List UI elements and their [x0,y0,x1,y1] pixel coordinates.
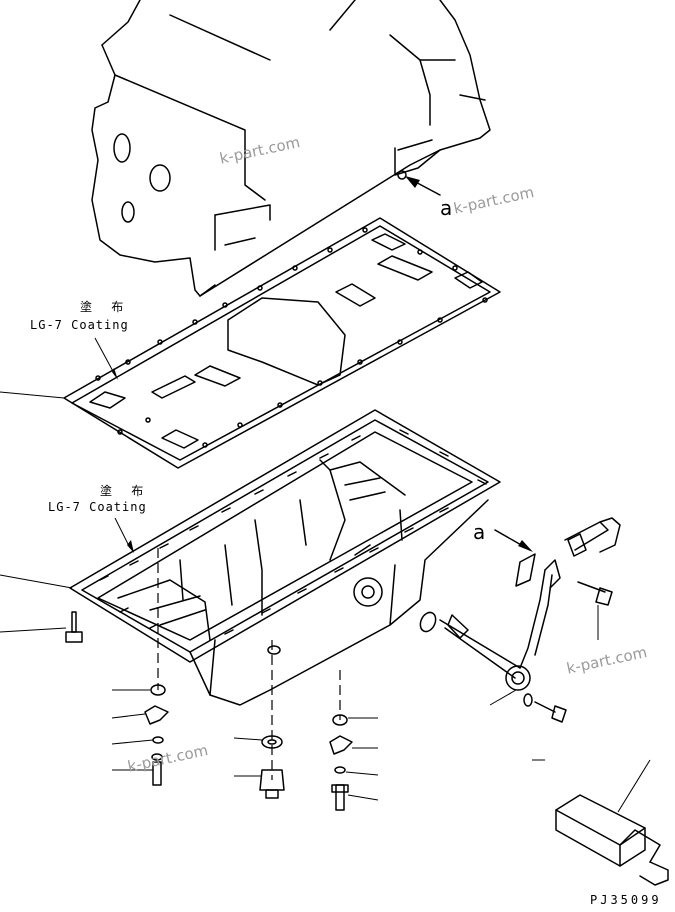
coating-note-upper: LG-7 Coating [30,318,129,332]
sensor-bolt-lower [532,701,567,761]
coating-note-upper-cjk: 塗 布 [80,300,130,314]
drawing-code: PJ35099 [590,893,662,907]
coating-note-lower-cjk: 塗 布 [100,484,150,498]
bracket-stack-right [329,714,379,811]
ref-label-a-upper: a [440,196,453,220]
oil-pan-gasket-icon [63,217,501,469]
bolt-icon [0,611,83,643]
oil-pan-icon [69,409,501,706]
coating-note-lower: LG-7 Coating [48,500,147,514]
engine-block-icon [91,0,491,297]
bracket-stack-left [111,684,169,786]
sensor-bolt-upper [577,581,613,640]
drain-plug-stack [233,735,285,799]
installation-tool-icon [555,759,669,886]
oil-level-sensor-icon [439,517,621,707]
ref-label-a-lower: a [473,520,486,544]
